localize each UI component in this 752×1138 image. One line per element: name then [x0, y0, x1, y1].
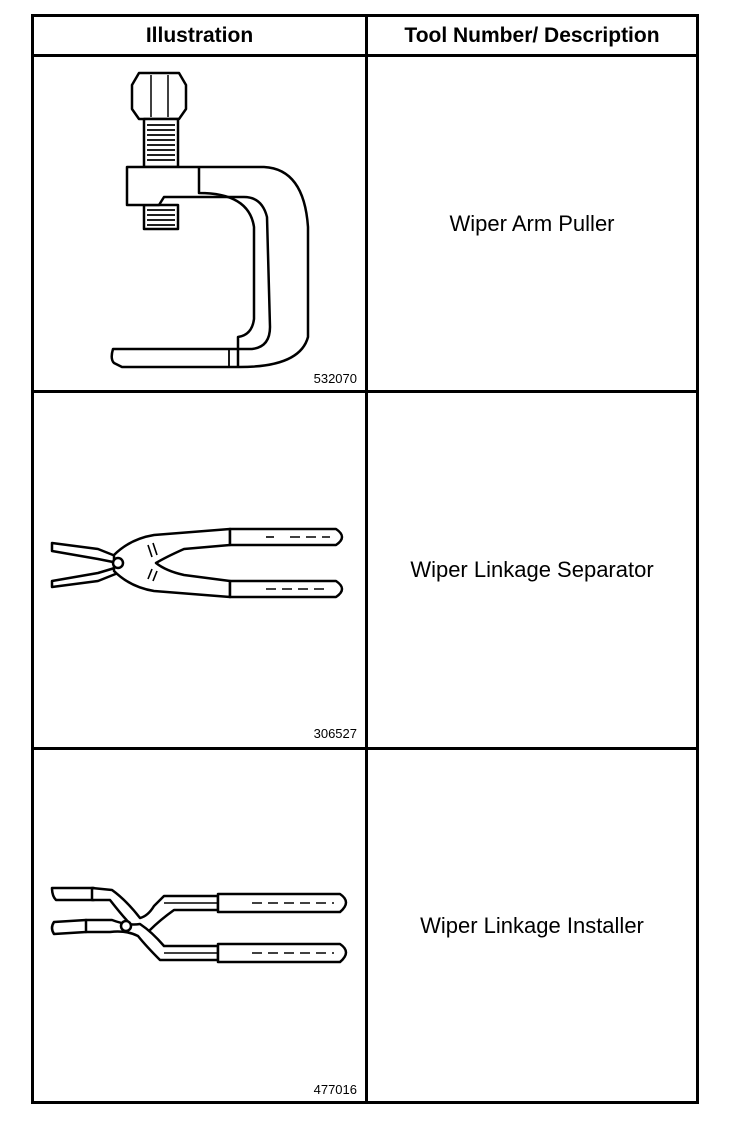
- wiper-linkage-installer-icon: [50, 886, 348, 964]
- table-row: 306527: [34, 393, 365, 747]
- figure-number: 532070: [313, 371, 357, 386]
- header-illustration: Illustration: [145, 23, 254, 47]
- figure-number: 477016: [313, 1082, 357, 1097]
- wiper-linkage-separator-icon: [50, 527, 344, 599]
- tool-description: Wiper Linkage Installer: [420, 912, 644, 938]
- header-description: Tool Number/ Description: [404, 23, 660, 47]
- row-divider: [34, 390, 696, 393]
- table-row: 532070: [34, 57, 365, 390]
- tool-description: Wiper Arm Puller: [449, 210, 615, 236]
- tools-table: Illustration Tool Number/ Description: [31, 14, 699, 1104]
- header-divider: [34, 54, 696, 57]
- wiper-arm-puller-icon: [110, 71, 310, 369]
- tool-description: Wiper Linkage Separator: [410, 557, 654, 582]
- row-divider: [34, 747, 696, 750]
- column-divider: [365, 17, 368, 1101]
- table-row: 477016: [34, 750, 365, 1101]
- figure-number: 306527: [313, 726, 357, 741]
